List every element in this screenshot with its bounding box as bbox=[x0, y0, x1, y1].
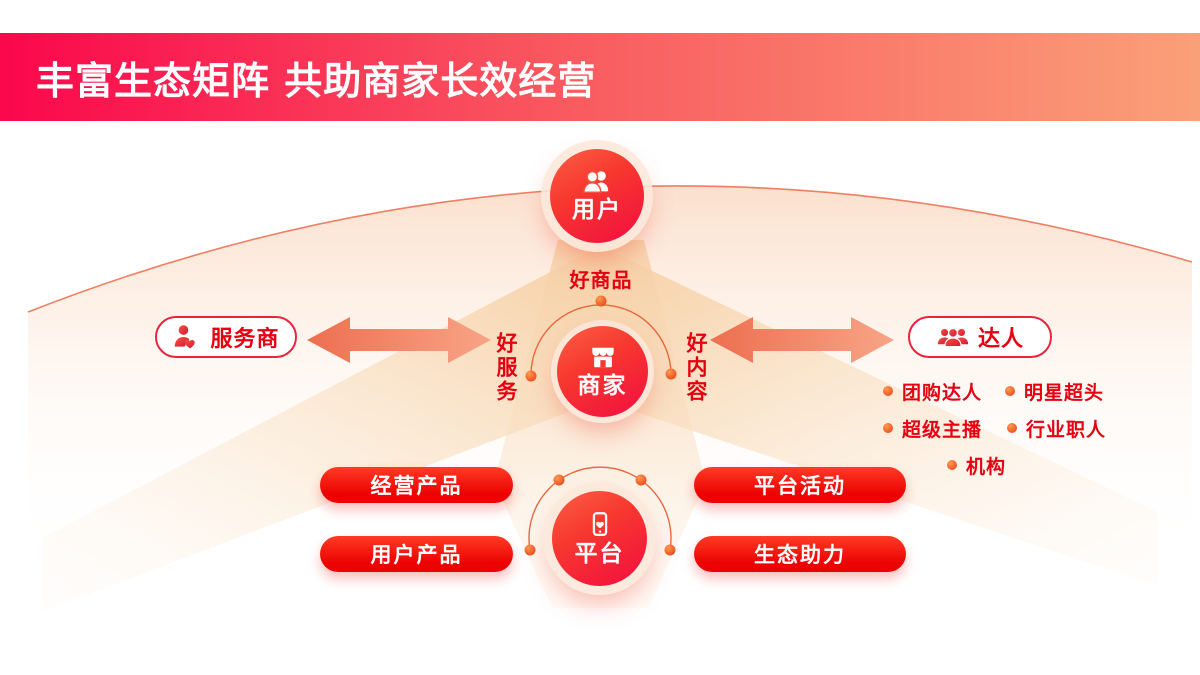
orbit-dot bbox=[635, 474, 647, 486]
platform-node-label: 平台 bbox=[574, 540, 625, 567]
smartphone-icon bbox=[585, 510, 615, 540]
users-icon bbox=[580, 168, 614, 196]
orbit-dot bbox=[665, 368, 677, 380]
talent-type-item: 超级主播 bbox=[883, 417, 983, 441]
good-product-label: 好商品 bbox=[569, 268, 633, 292]
talent-type-label: 行业职人 bbox=[1026, 418, 1107, 441]
right-double-arrow bbox=[710, 317, 894, 363]
service-provider-label: 服务商 bbox=[210, 327, 280, 352]
platform-orbit-arc bbox=[528, 466, 672, 551]
capability-pill: 用户产品 bbox=[320, 536, 513, 572]
talent-label: 达人 bbox=[977, 327, 1024, 352]
bullet-dot-icon bbox=[883, 386, 893, 396]
platform-node: 平台 bbox=[543, 482, 656, 595]
bullet-dot-icon bbox=[883, 423, 893, 433]
people-group-icon bbox=[936, 324, 970, 351]
user-node-circle: 用户 bbox=[550, 149, 644, 243]
person-heart-icon bbox=[172, 323, 202, 351]
shop-icon bbox=[587, 343, 619, 372]
service-provider-pill: 服务商 bbox=[155, 316, 297, 358]
orbit-dot bbox=[525, 370, 537, 382]
good-content-label: 好内容 bbox=[684, 332, 708, 404]
page-title: 丰富生态矩阵 共助商家长效经营 bbox=[36, 58, 597, 103]
talent-type-label: 团购达人 bbox=[902, 381, 983, 404]
orbit-dot bbox=[553, 474, 565, 486]
talent-pill: 达人 bbox=[908, 316, 1052, 358]
capability-pill: 经营产品 bbox=[320, 467, 513, 503]
capability-pill: 生态助力 bbox=[694, 536, 906, 572]
orbit-dot bbox=[524, 544, 536, 556]
merchant-node: 商家 bbox=[551, 320, 654, 423]
merchant-node-circle: 商家 bbox=[557, 326, 648, 417]
left-double-arrow bbox=[307, 317, 491, 363]
bullet-dot-icon bbox=[947, 460, 957, 470]
talent-type-label: 机构 bbox=[966, 455, 1007, 478]
talent-type-item: 行业职人 bbox=[1007, 417, 1107, 441]
merchant-node-label: 商家 bbox=[577, 373, 628, 400]
bullet-dot-icon bbox=[1007, 423, 1017, 433]
talent-type-item: 明星超头 bbox=[1005, 380, 1105, 404]
capability-pill: 平台活动 bbox=[694, 467, 906, 503]
header-banner: 丰富生态矩阵 共助商家长效经营 bbox=[0, 33, 1200, 121]
talent-type-label: 明星超头 bbox=[1024, 381, 1105, 404]
user-node: 用户 bbox=[541, 140, 653, 252]
good-service-label: 好服务 bbox=[494, 332, 518, 404]
user-node-label: 用户 bbox=[572, 197, 622, 224]
bullet-dot-icon bbox=[1005, 386, 1015, 396]
talent-type-item: 机构 bbox=[947, 454, 1007, 478]
orbit-dot bbox=[595, 295, 607, 307]
talent-type-label: 超级主播 bbox=[902, 418, 983, 441]
orbit-dot bbox=[664, 544, 676, 556]
platform-node-circle: 平台 bbox=[552, 491, 647, 586]
talent-type-item: 团购达人 bbox=[883, 380, 983, 404]
